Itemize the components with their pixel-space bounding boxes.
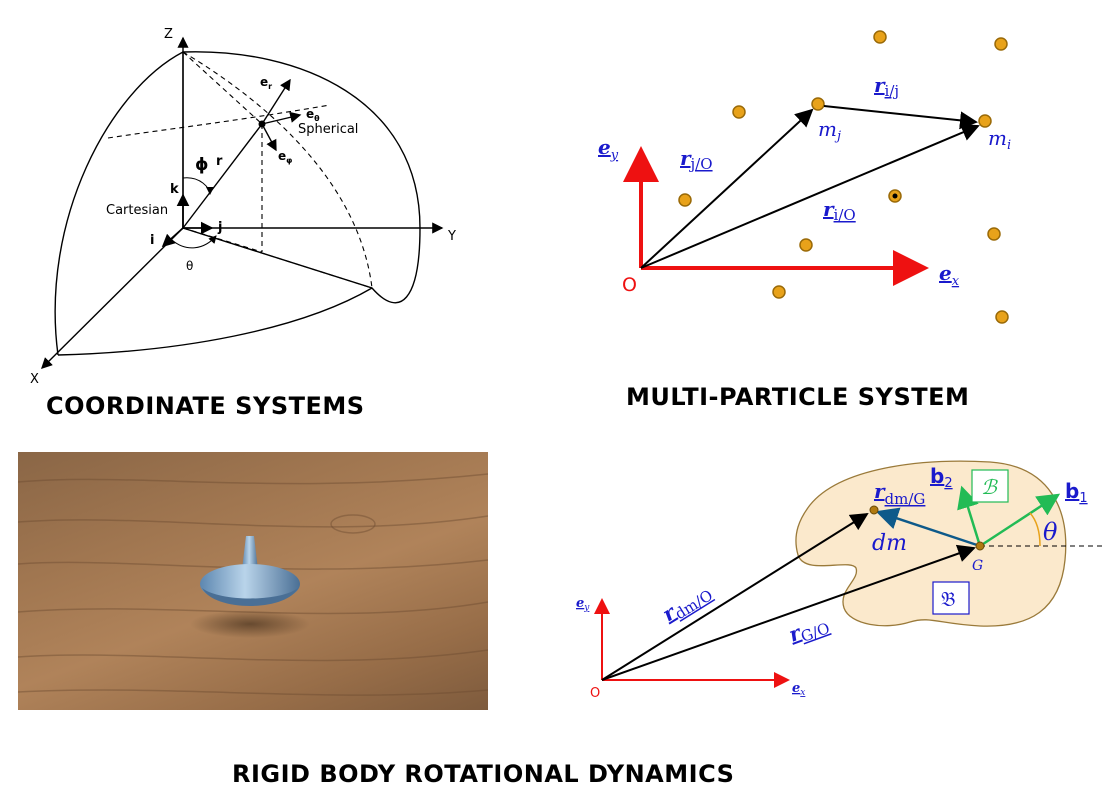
k-label: k xyxy=(170,182,179,197)
longitude-dashed xyxy=(182,51,373,289)
x-axis xyxy=(41,227,184,369)
particle-center xyxy=(892,193,898,199)
coordinate-systems-diagram: Z Y X er eθ Spherical eφ ϕ r k Cartesian… xyxy=(30,27,456,387)
phi-label: ϕ xyxy=(195,155,209,175)
r-dmG-vector xyxy=(875,507,981,548)
i-vector xyxy=(161,227,184,248)
r-ij-label: ri/j xyxy=(874,73,899,100)
spinning-top-photo xyxy=(18,452,488,710)
theta-label: θ xyxy=(186,259,193,273)
caption-coordinate-systems: COORDINATE SYSTEMS xyxy=(46,392,365,420)
sphere-bottom-arc xyxy=(57,287,373,356)
mi-label: mi xyxy=(988,126,1011,153)
rigid-body-diagram: O ey ex b2 b1 ℬ 𝔅 rdm/G dm G θ rdm/O rG/… xyxy=(576,460,1103,701)
r-ij-vector xyxy=(823,105,978,130)
j-label: j xyxy=(217,220,222,235)
r-vector xyxy=(182,123,263,229)
particle-mi xyxy=(978,114,992,128)
r-iO-vector xyxy=(640,123,980,269)
wood-grain xyxy=(18,473,488,696)
top-shadow xyxy=(190,610,310,638)
phi-arc xyxy=(182,177,214,195)
origin-label: O xyxy=(622,274,637,296)
particle xyxy=(987,227,1001,241)
b2-label: b2 xyxy=(930,464,953,491)
particle xyxy=(772,285,786,299)
particles xyxy=(678,30,1009,324)
e-phi-vector xyxy=(261,123,277,152)
ey-label: ey xyxy=(576,596,590,613)
particle xyxy=(678,193,692,207)
ey-label: ey xyxy=(598,135,619,163)
r-jO-label: rj/O xyxy=(680,146,713,173)
projection2-dashed xyxy=(182,227,373,289)
dm-label: dm xyxy=(872,531,907,556)
axis-z-label: Z xyxy=(164,27,173,42)
r-jO-vector xyxy=(640,108,814,269)
origin-label: O xyxy=(590,686,600,701)
theta-arc xyxy=(171,235,217,249)
cartesian-label: Cartesian xyxy=(106,203,168,218)
frame-box-frakB xyxy=(932,581,970,615)
G-label: G xyxy=(972,558,983,574)
ex-label: ex xyxy=(939,261,960,289)
frame-box-calB xyxy=(971,469,1009,503)
caption-rigid-body: RIGID BODY ROTATIONAL DYNAMICS xyxy=(232,760,735,788)
particle xyxy=(995,310,1009,324)
spherical-label: Spherical xyxy=(298,122,358,137)
e-theta-label: eθ xyxy=(306,107,320,123)
r-dmO-vector xyxy=(601,512,869,681)
r-GO-vector xyxy=(601,544,976,681)
r-dmO-label: rdm/O xyxy=(658,578,716,628)
particle xyxy=(799,238,813,252)
top-disc xyxy=(200,564,300,604)
b2-vector xyxy=(957,485,982,547)
r-iO-label: ri/O xyxy=(823,197,856,224)
sphere-outline xyxy=(182,51,421,304)
axis-y-label: Y xyxy=(447,229,456,244)
e-phi-label: eφ xyxy=(278,149,292,165)
b1-vector xyxy=(979,493,1061,548)
latitude-dashed xyxy=(107,104,331,139)
e-r-label: er xyxy=(260,75,272,91)
calB-label: ℬ xyxy=(981,475,998,499)
particle xyxy=(732,105,746,119)
caption-multi-particle: MULTI-PARTICLE SYSTEM xyxy=(626,383,970,411)
axis-x-label: X xyxy=(30,372,39,387)
e-theta-vector xyxy=(261,111,302,125)
point-dm xyxy=(869,505,879,515)
sphere-left-arc xyxy=(54,51,184,356)
theta-label: θ xyxy=(1043,518,1058,546)
r-dmG-label: rdm/G xyxy=(874,479,925,508)
frakB-label: 𝔅 xyxy=(941,587,955,611)
top-base xyxy=(202,588,298,606)
mj-label: mj xyxy=(818,117,841,144)
particle xyxy=(873,30,887,44)
ex-label: ex xyxy=(792,681,805,698)
particle xyxy=(994,37,1008,51)
r-GO-label: rG/O xyxy=(786,611,833,650)
particle-mj xyxy=(811,97,825,111)
e-r-vector xyxy=(261,78,291,125)
photo-illustration xyxy=(18,473,488,696)
i-label: i xyxy=(150,233,154,248)
top-stem xyxy=(242,536,258,570)
r-label: r xyxy=(216,154,223,169)
multi-particle-diagram: O ey ex mj mi ri/j rj/O ri/O xyxy=(598,30,1011,324)
top-diag-dashed xyxy=(182,51,263,125)
point-G xyxy=(975,541,985,551)
theta-arc xyxy=(1029,512,1041,547)
b1-label: b1 xyxy=(1065,479,1088,506)
